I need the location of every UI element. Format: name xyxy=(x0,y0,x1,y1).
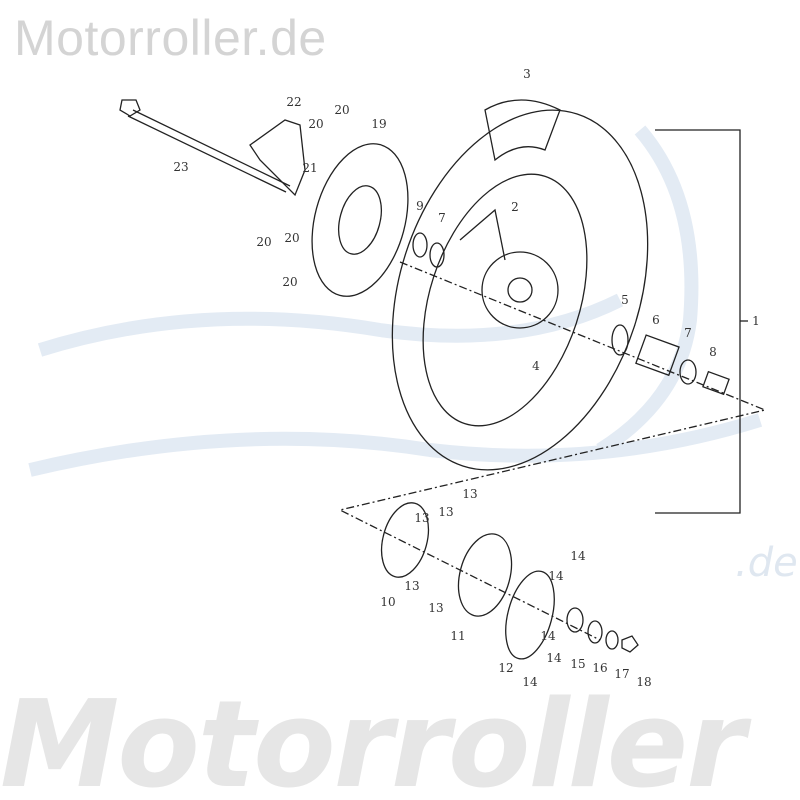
part-label-14: 14 xyxy=(548,569,564,583)
part-label-9: 9 xyxy=(416,199,424,213)
part-label-3: 3 xyxy=(523,67,531,81)
watermark-suffix: .de xyxy=(735,540,798,586)
part-label-20: 20 xyxy=(334,103,349,117)
scooter-watermark xyxy=(28,125,763,477)
part-label-13: 13 xyxy=(438,505,453,519)
part-label-13: 13 xyxy=(462,487,477,501)
part-label-20: 20 xyxy=(308,117,323,131)
part-label-8: 8 xyxy=(709,345,717,359)
part-label-14: 14 xyxy=(540,629,556,643)
part-label-13: 13 xyxy=(414,511,429,525)
brake-caliper xyxy=(249,119,306,197)
part-label-11: 11 xyxy=(450,629,465,643)
part-label-15: 15 xyxy=(570,657,585,671)
part-label-7: 7 xyxy=(684,326,692,340)
part-label-16: 16 xyxy=(592,661,607,675)
part-label-18: 18 xyxy=(636,675,651,689)
part-label-4: 4 xyxy=(532,359,540,373)
part-label-21: 21 xyxy=(302,161,317,175)
part-label-17: 17 xyxy=(614,667,629,681)
brake-disc xyxy=(311,143,409,297)
tire xyxy=(391,99,649,471)
part-label-19: 19 xyxy=(371,117,386,131)
part-label-13: 13 xyxy=(404,579,419,593)
part-label-7: 7 xyxy=(438,211,446,225)
part-label-13: 13 xyxy=(428,601,443,615)
part-label-20: 20 xyxy=(284,231,299,245)
center-line xyxy=(338,261,768,641)
watermark-top: Motorroller.de xyxy=(14,10,327,66)
part-label-14: 14 xyxy=(522,675,538,689)
watermark-bottom: Motorroller xyxy=(0,676,745,800)
part-label-5: 5 xyxy=(621,293,629,307)
axle xyxy=(119,99,291,193)
part-label-20: 20 xyxy=(282,275,297,289)
part-label-10: 10 xyxy=(380,595,395,609)
wheel-hub xyxy=(459,208,559,329)
drive-hub-cluster xyxy=(380,502,639,660)
part-label-1: 1 xyxy=(752,314,760,328)
part-label-20: 20 xyxy=(256,235,271,249)
part-label-14: 14 xyxy=(570,549,586,563)
part-label-6: 6 xyxy=(652,313,660,327)
part-label-14: 14 xyxy=(546,651,562,665)
part-label-23: 23 xyxy=(173,160,188,174)
bearings-and-spacers xyxy=(412,232,730,396)
part-label-2: 2 xyxy=(511,200,519,214)
part-label-22: 22 xyxy=(286,95,301,109)
part-label-12: 12 xyxy=(498,661,513,675)
